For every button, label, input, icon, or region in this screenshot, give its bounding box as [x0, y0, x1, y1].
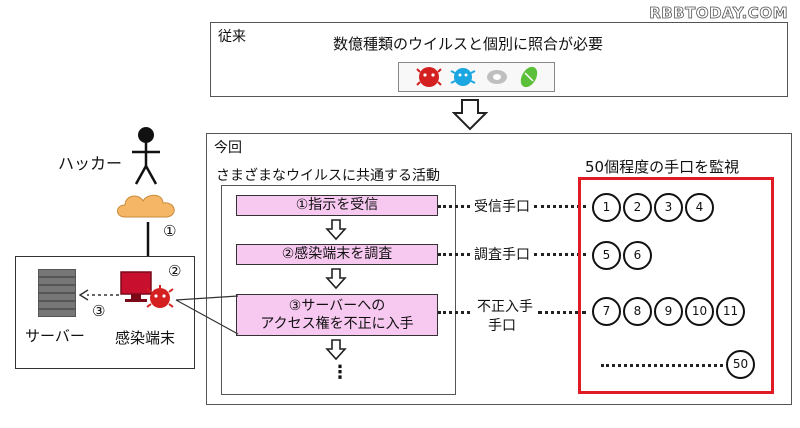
tactic-circle: 3 — [654, 193, 683, 222]
conventional-label: 従来 — [218, 29, 246, 45]
marker-2: ② — [168, 262, 182, 280]
connector-access-2: 手口 — [488, 318, 516, 334]
step-3-line-2: アクセス権を不正に入手 — [260, 316, 414, 332]
step-3-access: ③サーバーへの アクセス権を不正に入手 — [236, 294, 438, 336]
dashed-arrow-icon — [79, 289, 119, 301]
infected-terminal-label: 感染端末 — [115, 329, 176, 347]
connector-line — [538, 311, 586, 314]
connector-line — [534, 205, 586, 208]
continuation-dots: ⋮ — [331, 362, 349, 383]
tactic-circle: 10 — [685, 297, 714, 326]
marker-1: ① — [163, 222, 177, 240]
virus-icon-strip — [398, 62, 555, 92]
tactic-circle: 6 — [623, 241, 652, 270]
tactic-circle: 8 — [623, 297, 652, 326]
monitor-title: 50個程度の手口を監視 — [585, 158, 740, 176]
step-2-investigate: ②感染端末を調査 — [236, 244, 438, 265]
connector-receive: 受信手口 — [474, 199, 530, 215]
infected-pc-icon — [120, 271, 152, 302]
connector-access-1: 不正入手 — [477, 299, 533, 315]
hacker-figure-icon — [132, 127, 160, 185]
step-arrow-icon — [325, 219, 347, 241]
connector-line — [438, 205, 470, 208]
virus-icons — [416, 66, 538, 88]
down-arrow-icon — [452, 99, 488, 131]
step-arrow-icon — [325, 268, 347, 290]
marker-3: ③ — [92, 302, 106, 320]
callout-pointer — [175, 295, 239, 335]
blue-virus-icon — [450, 68, 476, 86]
tactic-circle: 5 — [592, 241, 621, 270]
server-label: サーバー — [25, 327, 85, 345]
red-virus-icon — [416, 67, 442, 87]
connector-line — [534, 253, 586, 256]
connector-line — [438, 311, 470, 314]
tactic-circle: 2 — [623, 193, 652, 222]
step-arrow-icon — [325, 339, 347, 361]
gray-virus-icon — [487, 70, 507, 84]
continuation-line — [601, 364, 723, 367]
green-virus-icon — [520, 66, 538, 88]
virus-icon — [146, 285, 174, 308]
tactic-circle: 4 — [685, 193, 714, 222]
tactic-circle: 50 — [726, 350, 755, 379]
monitor-box — [578, 177, 774, 394]
step-1-receive: ①指示を受信 — [236, 195, 438, 216]
step-3-line-1: ③サーバーへの — [288, 298, 386, 314]
hacker-label: ハッカー — [58, 154, 123, 173]
activities-title: さまざまなウイルスに共通する活動 — [216, 168, 440, 184]
cloud-icon — [117, 194, 175, 218]
connector-investigate: 調査手口 — [474, 247, 530, 263]
watermark: RBBTODAY.COM — [649, 4, 788, 23]
server-icon — [38, 269, 76, 319]
tactic-circle: 9 — [654, 297, 683, 326]
tactic-circle: 7 — [592, 297, 621, 326]
current-label: 今回 — [214, 140, 242, 156]
conventional-description: 数億種類のウイルスと個別に照合が必要 — [333, 35, 604, 53]
tactic-circle: 11 — [716, 297, 745, 326]
connector-line — [438, 253, 470, 256]
tactic-circle: 1 — [592, 193, 621, 222]
